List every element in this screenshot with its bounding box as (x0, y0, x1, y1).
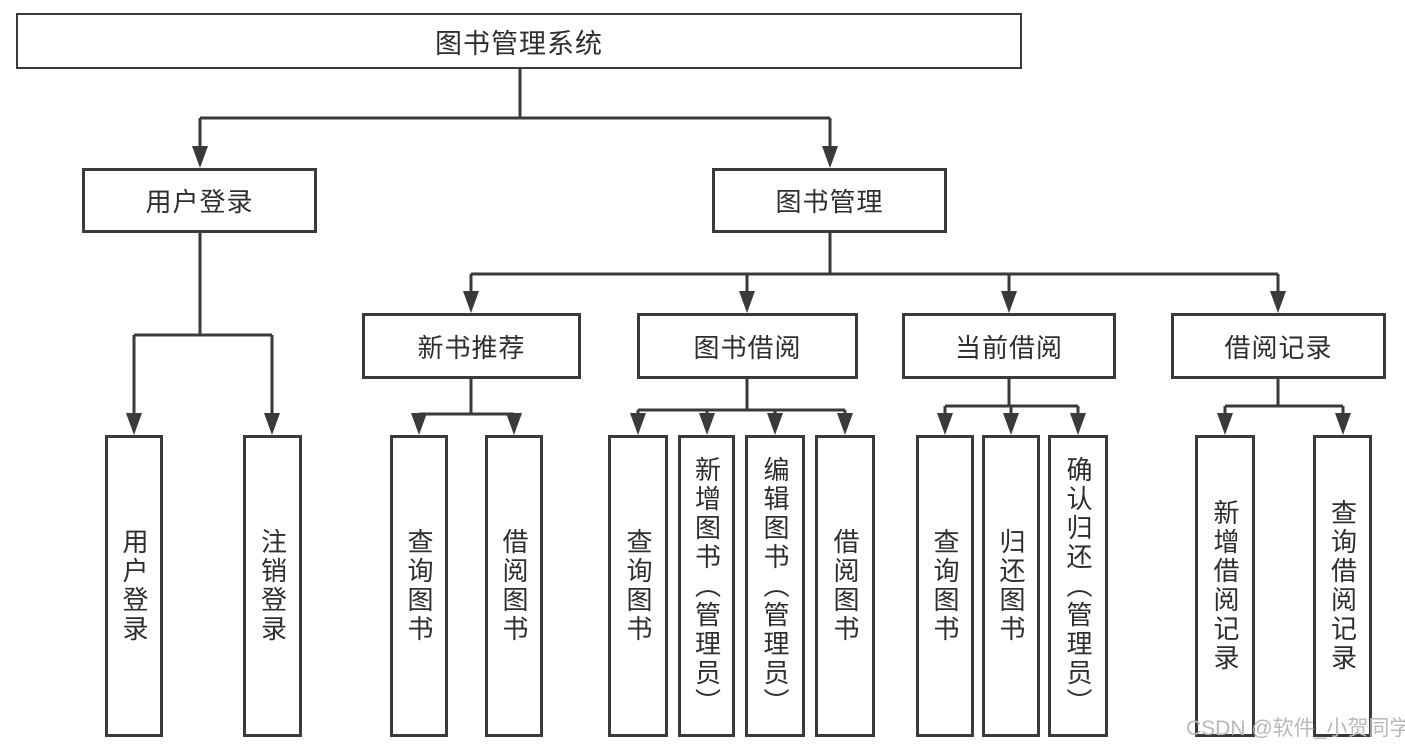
leaf-user-login: 用户登录 (105, 435, 163, 737)
node-borrow-records-label: 借阅记录 (1224, 332, 1333, 363)
node-user-login: 用户登录 (82, 168, 317, 233)
leaf-confirm-return-admin: 确认归还（管理员） (1048, 435, 1108, 737)
node-root: 图书管理系统 (16, 13, 1022, 69)
leaf-borrow-book-1: 借阅图书 (485, 435, 543, 737)
leaf-query-borrow-record: 查询借阅记录 (1313, 435, 1372, 737)
node-new-book-recommend-label: 新书推荐 (417, 332, 526, 363)
leaf-query-book-1: 查询图书 (390, 435, 448, 737)
node-root-label: 图书管理系统 (435, 28, 603, 59)
leaf-query-book-2: 查询图书 (608, 435, 668, 737)
leaf-query-book-3: 查询图书 (916, 435, 974, 737)
leaf-add-borrow-record: 新增借阅记录 (1195, 435, 1255, 737)
node-current-borrow: 当前借阅 (902, 313, 1116, 379)
node-current-borrow-label: 当前借阅 (954, 332, 1063, 363)
node-book-management-label: 图书管理 (775, 187, 884, 217)
node-book-management: 图书管理 (712, 168, 947, 233)
leaf-add-book-admin: 新增图书（管理员） (678, 435, 735, 737)
node-user-login-label: 用户登录 (145, 187, 254, 217)
leaf-edit-book-admin: 编辑图书（管理员） (745, 435, 805, 737)
csdn-watermark: CSDN @软件_小贺同学 (1186, 717, 1405, 740)
leaf-logout: 注销登录 (243, 435, 302, 737)
leaf-return-book: 归还图书 (982, 435, 1040, 737)
node-book-borrow: 图书借阅 (637, 313, 858, 379)
node-borrow-records: 借阅记录 (1171, 313, 1386, 379)
leaf-borrow-book-2: 借阅图书 (815, 435, 875, 737)
node-book-borrow-label: 图书借阅 (693, 332, 802, 363)
node-new-book-recommend: 新书推荐 (362, 313, 581, 379)
